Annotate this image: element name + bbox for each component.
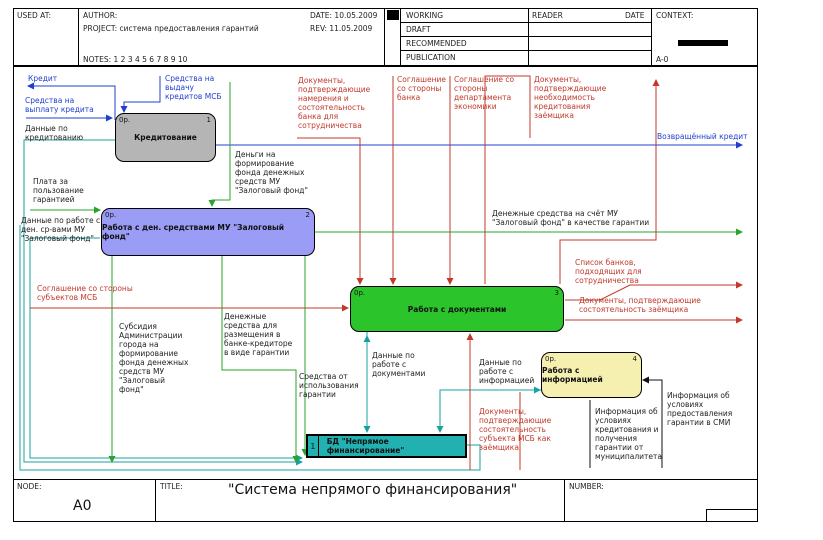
- label-dept-agreement: Соглашение со стороны департамента эконо…: [454, 75, 515, 111]
- title-label: TITLE:: [160, 482, 183, 491]
- used-at-label: USED AT:: [17, 11, 51, 20]
- header-reader-cell: [528, 8, 652, 66]
- label-returned-credit: Возвращённый кредит: [657, 132, 748, 141]
- box-fund-money[interactable]: 0р. 2 Работа с ден. средствами МУ "Залог…: [101, 208, 315, 256]
- label-guarantee-fee: Плата за пользование гарантией: [33, 177, 84, 204]
- label-repay-funds: Средства на выплату кредита: [25, 96, 94, 114]
- arrow-bank-docs: [297, 137, 364, 285]
- box-information-num: 4: [632, 355, 637, 363]
- arrow-guarantee-deposit: [221, 256, 300, 463]
- diagram-title: "Система непрямого финансирования": [228, 482, 518, 498]
- box-documents[interactable]: 0р. 3 Работа с документами: [350, 286, 564, 332]
- box-crediting-label: Кредитование: [134, 133, 197, 142]
- box-documents-op: 0р.: [354, 289, 366, 297]
- status-working: WORKING: [406, 11, 444, 20]
- label-info-media: Информация об условиях предоставления га…: [667, 391, 733, 427]
- node-label: NODE:: [17, 482, 42, 491]
- label-info-data: Данные по работе с информацией: [479, 358, 535, 385]
- box-database[interactable]: 1 БД "Непрямое финансирование": [306, 434, 467, 458]
- project-label: PROJECT: система предоставления гарантий: [83, 24, 259, 33]
- label-info-municipal: Информация об условиях кредитования и по…: [595, 407, 662, 461]
- reader-date-label: DATE: [625, 11, 645, 20]
- arrow-bank-list: [565, 281, 743, 301]
- status-recommended: RECOMMENDED: [406, 39, 467, 48]
- arrow-fund-data: [29, 237, 303, 462]
- label-credit: Кредит: [28, 74, 58, 83]
- arrow-info-data-up: [439, 386, 541, 400]
- context-label: CONTEXT:: [656, 11, 694, 20]
- label-loan-need: Документы, подтверждающие необходимость …: [534, 75, 607, 120]
- number-label: NUMBER:: [569, 482, 604, 491]
- box-crediting[interactable]: 0р. 1 Кредитование: [115, 113, 216, 162]
- box-crediting-num: 1: [206, 116, 211, 124]
- box-fund-money-label: Работа с ден. средствами МУ "Залоговый ф…: [102, 223, 285, 241]
- box-fund-money-num: 2: [305, 211, 310, 219]
- box-documents-label: Работа с документами: [407, 304, 507, 314]
- label-doc-data: Данные по работе с документами: [372, 351, 426, 378]
- notes-label: NOTES: 1 2 3 4 5 6 7 8 9 10: [83, 55, 188, 64]
- box-fund-money-op: 0р.: [105, 211, 117, 219]
- reader-label: READER: [532, 11, 563, 20]
- author-label: AUTHOR:: [83, 11, 118, 20]
- footer-number-box: [706, 509, 758, 522]
- arrow-credit-data: [23, 139, 303, 466]
- label-bank-list: Список банков, подходящих для сотрудниче…: [575, 258, 642, 285]
- arrow-db-out: [19, 225, 481, 471]
- label-fund-money: Деньги на формирование фонда денежных ср…: [235, 150, 308, 195]
- label-bank-agreement: Соглашение со стороны банка: [397, 75, 447, 102]
- label-bank-docs: Документы, подтверждающие намерения и со…: [298, 76, 371, 130]
- working-marker: [387, 10, 399, 20]
- arrow-loan-need-out: [559, 79, 660, 284]
- node-value: A0: [73, 498, 92, 514]
- box-information[interactable]: 0р. 4 Работа с информацией: [541, 352, 642, 398]
- arrow-info-media: [642, 376, 663, 468]
- status-draft: DRAFT: [406, 25, 431, 34]
- rev-label: REV: 11.05.2009: [310, 24, 373, 33]
- label-guarantee-deposit: Денежные средства для размещения в банке…: [224, 312, 293, 357]
- box-crediting-op: 0р.: [119, 116, 131, 124]
- label-msb-agreement: Соглашение со стороны субъектов МСБ: [37, 284, 133, 302]
- label-fund-to-account: Денежные средства на счёт МУ "Залоговый …: [492, 209, 650, 227]
- context-node: A-0: [656, 55, 669, 64]
- box-database-label: БД "Непрямое финансирование": [326, 437, 405, 455]
- label-msb-docs: Документы, подтверждающие состоятельност…: [479, 407, 552, 452]
- date-label: DATE: 10.05.2009: [310, 11, 378, 20]
- box-database-num: 1: [308, 436, 319, 456]
- status-lines: [400, 8, 652, 66]
- label-borrower-docs: Документы, подтверждающие состоятельност…: [579, 296, 701, 314]
- label-credit-data: Данные по кредитованию: [25, 124, 84, 142]
- label-msb-funds: Средства на выдачу кредитов МСБ: [165, 74, 222, 101]
- box-information-op: 0р.: [545, 355, 557, 363]
- box-information-label: Работа с информацией: [542, 366, 603, 384]
- arrow-msb-funds: [120, 76, 161, 113]
- box-documents-num: 3: [554, 289, 559, 297]
- label-guarantee-use: Средства от использования гарантии: [299, 372, 359, 399]
- status-publication: PUBLICATION: [406, 53, 456, 62]
- arrow-fund-money: [208, 82, 231, 207]
- context-thumbnail: [678, 40, 728, 46]
- footer-title-cell: [155, 479, 565, 522]
- label-subsidy: Субсидия Администрации города на формиро…: [119, 322, 189, 394]
- arrow-loan-need: [484, 75, 531, 284]
- arrow-credit: [27, 82, 116, 120]
- label-fund-data: Данные по работе с ден. ср-вами МУ "Зало…: [21, 216, 101, 243]
